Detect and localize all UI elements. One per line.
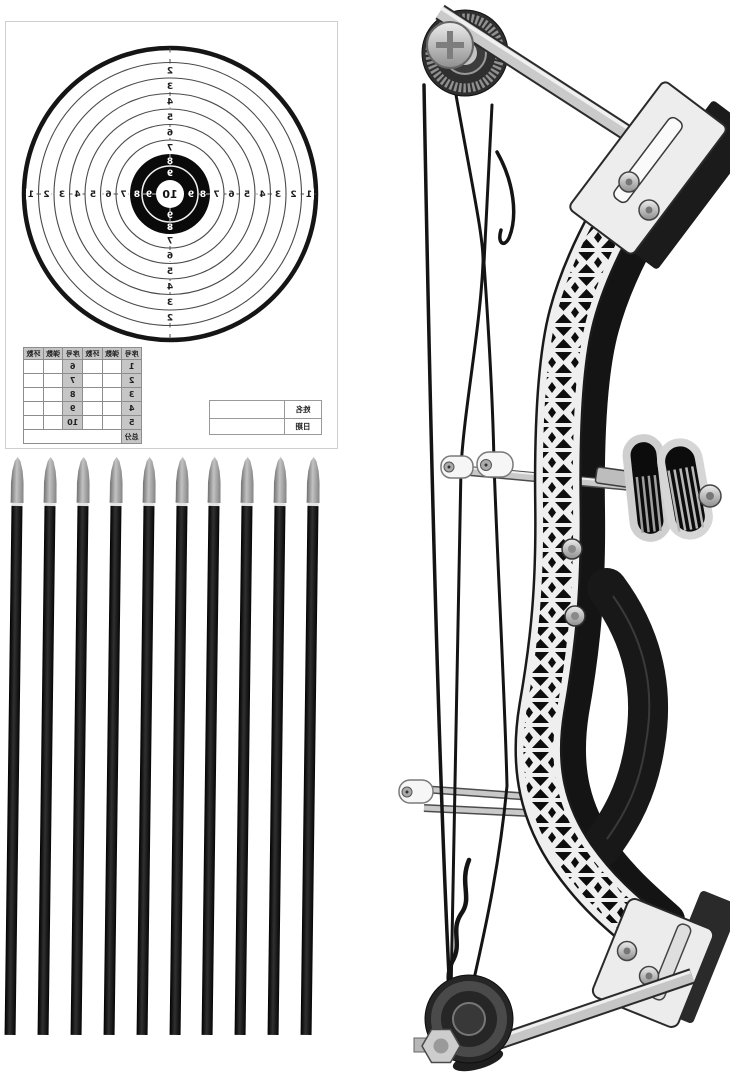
arrow-item <box>69 457 90 1036</box>
axle-screw <box>426 21 474 69</box>
arrow-item <box>168 457 189 1036</box>
arrow-tip-icon <box>208 457 222 503</box>
svg-text:6: 6 <box>167 252 173 262</box>
arrow-shaft <box>4 505 23 1036</box>
svg-text:1: 1 <box>28 190 34 200</box>
svg-text:5: 5 <box>167 113 173 123</box>
arrow-shaft <box>103 505 122 1036</box>
arrow-tip-icon <box>76 457 90 503</box>
svg-text:1: 1 <box>306 190 312 200</box>
svg-text:9: 9 <box>167 211 173 221</box>
svg-text:5: 5 <box>244 190 250 200</box>
svg-text:9: 9 <box>188 190 194 200</box>
svg-text:9: 9 <box>146 190 152 200</box>
arrow-shaft <box>169 505 187 1036</box>
svg-text:5: 5 <box>167 267 173 277</box>
arrow-item <box>4 457 25 1036</box>
svg-text:8: 8 <box>134 190 140 200</box>
svg-text:4: 4 <box>259 190 265 200</box>
svg-text:4: 4 <box>74 190 80 200</box>
compound-bow <box>398 4 730 1072</box>
arrow-tip-icon <box>307 457 321 503</box>
axle-bolt <box>413 1028 461 1064</box>
grip-highlight <box>606 595 651 840</box>
svg-text:7: 7 <box>167 144 173 154</box>
string-loop <box>495 150 516 246</box>
arrow-item <box>234 457 255 1036</box>
riser-lattice <box>523 133 667 945</box>
svg-text:3: 3 <box>167 298 173 308</box>
svg-text:8: 8 <box>167 157 173 167</box>
top-cam-assembly <box>421 4 646 150</box>
center-ring-label: 10 <box>162 188 178 201</box>
arrow-tip-icon <box>11 457 25 503</box>
arrow-tip-icon <box>142 457 156 503</box>
svg-text:2: 2 <box>290 190 296 200</box>
arrow-shaft <box>37 505 56 1036</box>
bottom-cam-assembly <box>413 968 695 1072</box>
riser-screws <box>561 538 586 627</box>
strings <box>422 83 516 999</box>
target-ten-spot <box>156 180 184 208</box>
arrow-rest <box>594 434 722 542</box>
svg-text:3: 3 <box>275 190 281 200</box>
arrow-shaft <box>300 505 319 1036</box>
grip <box>581 568 669 867</box>
arrow-tip-icon <box>274 457 288 503</box>
arrow-item <box>300 457 321 1036</box>
arrow-item <box>201 457 222 1036</box>
arrow-shaft <box>234 505 253 1036</box>
svg-text:3: 3 <box>59 190 65 200</box>
arrow-tip-icon <box>43 457 57 503</box>
arrow-item <box>36 457 57 1036</box>
arrow-tip-icon <box>175 457 189 503</box>
svg-text:9: 9 <box>167 169 173 179</box>
svg-text:6: 6 <box>228 190 234 200</box>
svg-text:4: 4 <box>167 283 173 293</box>
arrow-shaft <box>267 505 286 1036</box>
arrow-item <box>102 457 123 1036</box>
svg-text:6: 6 <box>167 129 173 139</box>
upper-limb <box>435 4 646 150</box>
rest-bristles-left <box>635 474 662 533</box>
rest-bristles-right <box>667 466 705 532</box>
arrow-tip-icon <box>109 457 123 503</box>
svg-text:4: 4 <box>167 98 173 108</box>
svg-text:2: 2 <box>43 190 49 200</box>
svg-text:6: 6 <box>105 190 111 200</box>
svg-text:8: 8 <box>167 223 173 233</box>
riser <box>514 124 676 954</box>
cable-rollers <box>398 451 514 804</box>
svg-text:7: 7 <box>167 237 173 247</box>
arrow-shaft <box>136 505 155 1036</box>
svg-text:3: 3 <box>167 82 173 92</box>
svg-text:2: 2 <box>167 67 173 77</box>
upper-limb-pocket <box>569 81 727 255</box>
arrow-tip-icon <box>241 457 255 503</box>
svg-text:5: 5 <box>90 190 96 200</box>
svg-text:8: 8 <box>200 190 206 200</box>
svg-text:2: 2 <box>167 314 173 324</box>
bowstring <box>422 83 452 998</box>
cable-right <box>469 103 509 995</box>
svg-text:7: 7 <box>213 190 219 200</box>
arrow-item <box>267 457 288 1036</box>
svg-text:7: 7 <box>120 190 126 200</box>
bull-crosshair <box>130 154 210 234</box>
arrow-item <box>135 457 156 1036</box>
cable-left <box>449 93 485 996</box>
arrow-shaft <box>70 505 89 1036</box>
arrow-shaft <box>201 505 220 1036</box>
arrow-set <box>0 0 360 1080</box>
